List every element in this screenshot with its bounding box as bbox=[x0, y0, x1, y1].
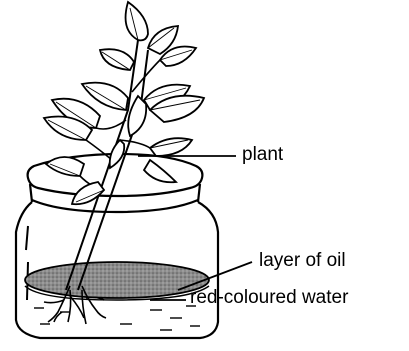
label-red-coloured-water: red-coloured water bbox=[190, 287, 348, 309]
label-layer-of-oil: layer of oil bbox=[259, 250, 346, 272]
label-plant: plant bbox=[242, 144, 283, 166]
oil-layer bbox=[25, 262, 209, 300]
leaf-upper-left bbox=[100, 49, 134, 70]
glass-jar bbox=[16, 154, 218, 338]
leaf-center bbox=[128, 96, 146, 136]
